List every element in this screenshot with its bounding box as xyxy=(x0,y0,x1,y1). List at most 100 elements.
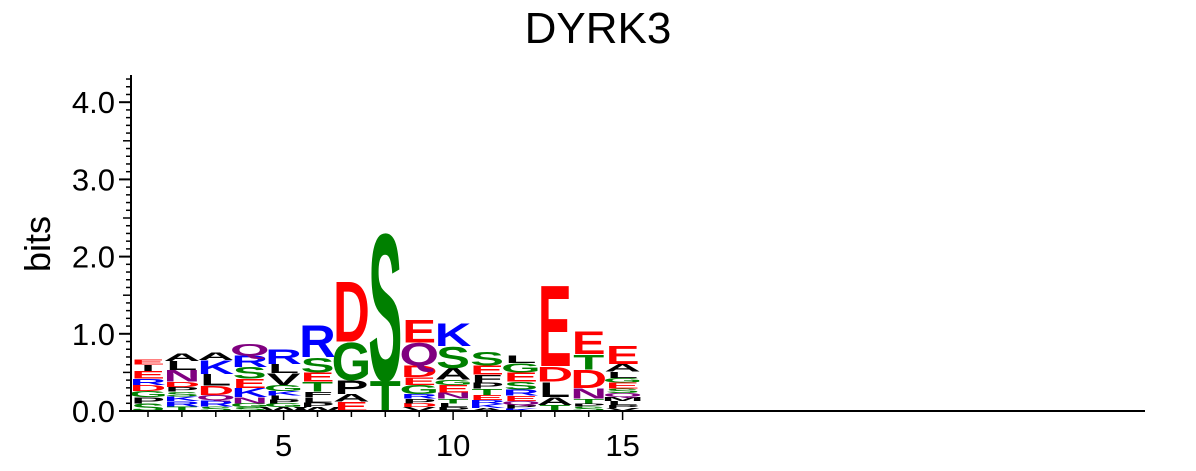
logo-letter-l: L xyxy=(268,361,299,376)
logo-letter-r: R xyxy=(299,316,336,367)
logo-letter-m: M xyxy=(601,396,643,402)
logo-letter-s: S xyxy=(199,405,233,412)
logo-letter-g: G xyxy=(433,378,472,387)
logo-letter-k: K xyxy=(164,395,201,402)
logo-letter-g: G xyxy=(501,361,540,376)
logo-letter-e: E xyxy=(606,341,640,370)
logo-letter-g: G xyxy=(603,377,642,384)
logo-letter-n: N xyxy=(570,385,607,402)
logo-letter-e: E xyxy=(470,363,504,378)
logo-letter-e: E xyxy=(402,313,436,349)
logo-letter-g: G xyxy=(264,383,303,393)
logo-letter-t: T xyxy=(573,397,604,404)
logo-letter-e: E xyxy=(131,369,165,381)
logo-letter-q: Q xyxy=(196,393,235,402)
logo-letter-a: A xyxy=(333,392,370,404)
logo-letter-l: L xyxy=(302,396,333,405)
logo-letter-r: R xyxy=(197,399,234,409)
logo-letter-d: D xyxy=(130,383,167,393)
logo-letter-k: K xyxy=(231,385,268,400)
logo-letter-k: K xyxy=(197,357,234,379)
logo-letter-s: S xyxy=(606,387,640,394)
logo-letter-s: S xyxy=(233,364,267,382)
logo-letter-t: T xyxy=(472,387,503,397)
logo-letter-e: E xyxy=(606,381,640,391)
x-tick-label: 5 xyxy=(275,428,292,463)
logo-letter-p: P xyxy=(606,404,640,409)
y-tick-label: 0.0 xyxy=(72,394,115,429)
x-tick-label: 10 xyxy=(436,428,470,463)
logo-letter-k: K xyxy=(503,408,540,412)
logo-axes: 0.0 1.0 2.0 3.0 4.0 bits 5 10 15 xyxy=(17,75,1145,463)
logo-letter-a: A xyxy=(469,407,506,412)
logo-letter-l: L xyxy=(166,358,197,373)
y-tick-label: 4.0 xyxy=(72,85,115,120)
logo-letter-r: R xyxy=(265,345,302,369)
logo-letter-p: P xyxy=(267,398,301,404)
logo-letter-l: L xyxy=(607,370,638,380)
logo-letter-r: R xyxy=(469,399,506,405)
logo-letter-t: T xyxy=(539,403,570,413)
logo-letter-q: Q xyxy=(399,337,438,373)
logo-letter-n: N xyxy=(435,391,472,401)
logo-letter-s: S xyxy=(165,390,199,397)
logo-letter-r: R xyxy=(503,388,540,398)
logo-letter-d: D xyxy=(401,362,438,380)
logo-letter-d: D xyxy=(570,365,607,394)
logo-letter-e: E xyxy=(538,263,572,393)
logo-letter-v: V xyxy=(606,407,640,412)
logo-letter-p: P xyxy=(436,406,470,412)
logo-letter-q: Q xyxy=(603,392,642,398)
logo-letter-a: A xyxy=(197,350,234,362)
logo-letter-k: K xyxy=(265,390,302,397)
logo-letter-g: G xyxy=(230,402,269,408)
logo-letter-s: S xyxy=(572,405,606,412)
logo-letter-e: E xyxy=(470,393,504,402)
logo-letter-v: V xyxy=(267,370,301,388)
logo-letter-f: F xyxy=(472,373,503,385)
logo-letter-r: R xyxy=(164,400,201,409)
logo-letter-e: E xyxy=(572,325,606,361)
logo-letter-e: E xyxy=(131,358,165,367)
logo-letter-g: G xyxy=(332,333,371,393)
logo-letter-a: A xyxy=(435,365,472,383)
logo-letter-p: P xyxy=(470,381,504,391)
logo-letter-n: N xyxy=(164,367,201,385)
logo-letter-t: T xyxy=(573,351,604,375)
chart-title: DYRK3 xyxy=(524,4,672,53)
logo-letter-w: W xyxy=(260,406,309,412)
logo-letter-q: Q xyxy=(501,400,540,406)
logo-letters: SPGDREIETRKSPDNLASRQDLKASGNKESRQWGPLKGVL… xyxy=(128,192,643,426)
logo-letter-l: L xyxy=(438,402,469,408)
logo-letter-l: L xyxy=(505,353,536,365)
logo-letter-n: N xyxy=(231,395,268,405)
logo-letter-p: P xyxy=(334,377,368,399)
logo-letter-d: D xyxy=(197,383,234,398)
logo-letter-p: P xyxy=(301,401,335,408)
y-tick-label: 3.0 xyxy=(72,162,115,197)
logo-letter-e: E xyxy=(233,376,267,391)
logo-letter-k: K xyxy=(435,317,472,353)
x-tick-label: 15 xyxy=(605,428,639,463)
logo-letter-a: A xyxy=(536,395,573,407)
logo-letter-l: L xyxy=(268,394,299,400)
y-axis-label: bits xyxy=(17,216,58,272)
logo-letter-s: S xyxy=(233,406,267,412)
logo-letter-e: E xyxy=(436,383,470,395)
logo-letter-e: E xyxy=(504,370,538,385)
logo-letter-r: R xyxy=(231,352,268,370)
logo-letter-l: L xyxy=(607,400,638,406)
logo-letter-p: P xyxy=(165,386,199,393)
logo-letter-p: P xyxy=(131,395,165,405)
logo-letter-r: R xyxy=(401,393,438,400)
logo-letter-e: E xyxy=(301,370,335,385)
logo-letter-f: F xyxy=(302,390,333,399)
y-tick-label: 1.0 xyxy=(72,317,115,352)
logo-letter-g: G xyxy=(264,402,303,408)
logo-letter-i: I xyxy=(141,363,155,373)
logo-letter-a: A xyxy=(164,351,201,363)
logo-letter-s: S xyxy=(470,348,504,370)
logo-letter-v: V xyxy=(402,406,436,412)
y-tick-label: 2.0 xyxy=(72,240,115,275)
logo-letter-l: L xyxy=(539,378,570,402)
